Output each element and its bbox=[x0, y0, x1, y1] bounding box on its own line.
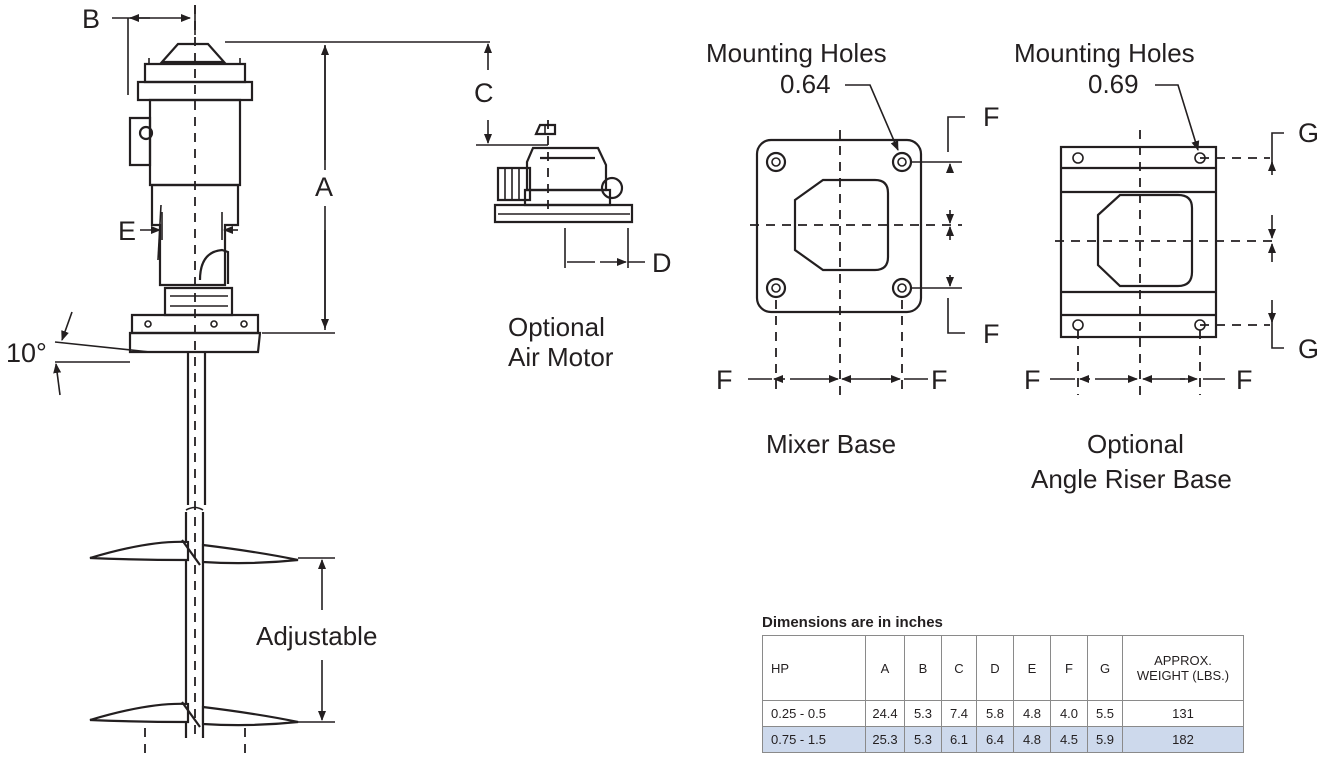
cell-e: 4.8 bbox=[1013, 700, 1051, 727]
header-f: F bbox=[1050, 635, 1088, 701]
table-header-row: HP A B C D E F G APPROX. WEIGHT (LBS.) bbox=[762, 635, 1244, 701]
mounting-holes-label-riser: Mounting Holes bbox=[1014, 38, 1195, 68]
table-row: 0.25 - 0.5 24.4 5.3 7.4 5.8 4.8 4.0 5.5 … bbox=[762, 700, 1244, 727]
dim-f-label-right: F bbox=[931, 365, 948, 395]
dim-f-label-top: F bbox=[983, 102, 1000, 132]
angle-label: 10° bbox=[6, 338, 47, 368]
air-motor-label-line2: Air Motor bbox=[508, 342, 614, 372]
cell-hp: 0.25 - 0.5 bbox=[762, 700, 866, 727]
table-caption: Dimensions are in inches bbox=[762, 614, 943, 631]
cell-e: 4.8 bbox=[1013, 726, 1051, 753]
mixer-base-view: Mounting Holes 0.64 F F F F Mixer Bas bbox=[706, 38, 1000, 459]
mixer-base-label: Mixer Base bbox=[766, 429, 896, 459]
cell-d: 6.4 bbox=[976, 726, 1014, 753]
dim-c-label: C bbox=[474, 78, 494, 108]
header-d: D bbox=[976, 635, 1014, 701]
dim-f-label-riser-right: F bbox=[1236, 365, 1253, 395]
hole-size-mixer: 0.64 bbox=[780, 69, 831, 99]
header-e: E bbox=[1013, 635, 1051, 701]
dim-b-label: B bbox=[82, 4, 100, 34]
riser-base-label-line2: Angle Riser Base bbox=[1031, 464, 1232, 494]
cell-c: 7.4 bbox=[941, 700, 977, 727]
cell-f: 4.0 bbox=[1050, 700, 1088, 727]
angle-riser-base-view: Mounting Holes 0.69 G G F bbox=[1014, 38, 1319, 494]
mounting-holes-label-mixer: Mounting Holes bbox=[706, 38, 887, 68]
cell-b: 5.3 bbox=[904, 726, 942, 753]
cell-a: 25.3 bbox=[865, 726, 905, 753]
dimensions-table: HP A B C D E F G APPROX. WEIGHT (LBS.) 0… bbox=[762, 635, 1244, 753]
header-c: C bbox=[941, 635, 977, 701]
cell-weight: 131 bbox=[1122, 700, 1244, 727]
dim-f-label-left: F bbox=[716, 365, 733, 395]
header-b: B bbox=[904, 635, 942, 701]
cell-hp: 0.75 - 1.5 bbox=[762, 726, 866, 753]
hole-size-riser: 0.69 bbox=[1088, 69, 1139, 99]
header-g: G bbox=[1087, 635, 1123, 701]
riser-base-label-line1: Optional bbox=[1087, 429, 1184, 459]
header-hp: HP bbox=[762, 635, 866, 701]
cell-weight: 182 bbox=[1122, 726, 1244, 753]
cell-f: 4.5 bbox=[1050, 726, 1088, 753]
dim-f-label-riser-left: F bbox=[1024, 365, 1041, 395]
dim-a-label: A bbox=[315, 172, 333, 202]
dim-g-label-bottom: G bbox=[1298, 334, 1319, 364]
dim-e-label: E bbox=[118, 216, 136, 246]
dim-d-label: D bbox=[652, 248, 672, 278]
header-weight: APPROX. WEIGHT (LBS.) bbox=[1122, 635, 1244, 701]
dim-f-label-bottom: F bbox=[983, 319, 1000, 349]
adjustable-label: Adjustable bbox=[256, 621, 377, 651]
cell-c: 6.1 bbox=[941, 726, 977, 753]
cell-d: 5.8 bbox=[976, 700, 1014, 727]
air-motor-view: C D Optional Air Motor bbox=[474, 43, 672, 372]
cell-b: 5.3 bbox=[904, 700, 942, 727]
cell-g: 5.5 bbox=[1087, 700, 1123, 727]
table-row: 0.75 - 1.5 25.3 5.3 6.1 6.4 4.8 4.5 5.9 … bbox=[762, 726, 1244, 753]
air-motor-label-line1: Optional bbox=[508, 312, 605, 342]
header-a: A bbox=[865, 635, 905, 701]
cell-a: 24.4 bbox=[865, 700, 905, 727]
mixer-side-view: B A E 10° Adjustable bbox=[6, 4, 490, 758]
dim-g-label-top: G bbox=[1298, 118, 1319, 148]
cell-g: 5.9 bbox=[1087, 726, 1123, 753]
